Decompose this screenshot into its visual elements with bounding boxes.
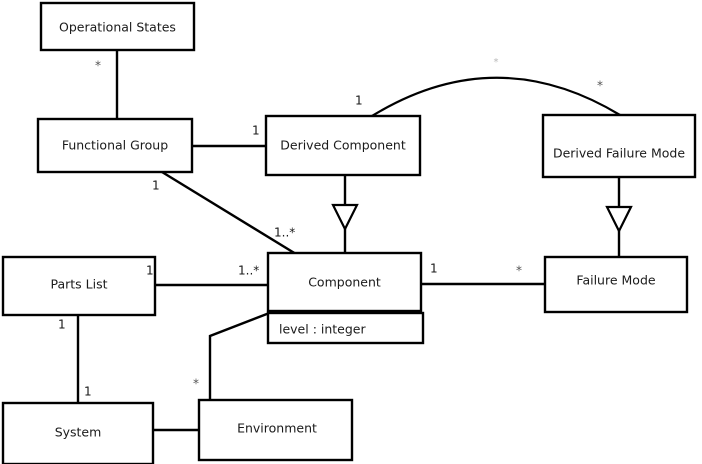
class-box-environment[interactable] bbox=[197, 398, 354, 462]
multiplicity-failure-mode-end: * bbox=[516, 264, 522, 278]
generalization-arrowheads-layer bbox=[331, 203, 633, 234]
class-label-parts-list: Parts List bbox=[50, 277, 107, 292]
class-label-derived-component: Derived Component bbox=[280, 138, 406, 153]
class-label-functional-group: Functional Group bbox=[62, 138, 168, 153]
multiplicity-parts-list-end: 1 bbox=[146, 264, 154, 278]
class-box-system[interactable] bbox=[1, 401, 155, 464]
class-label-component: Component bbox=[308, 275, 381, 290]
multiplicity-derived-failure-mode-end: * bbox=[597, 79, 603, 93]
class-functional-group[interactable]: Functional Group bbox=[36, 117, 194, 174]
multiplicity-derived-component-end: 1 bbox=[355, 94, 363, 108]
class-failure-mode[interactable]: Failure Mode bbox=[543, 255, 689, 314]
multiplicity-component-end-to-failure-mode: 1 bbox=[430, 262, 438, 276]
associations-layer bbox=[76, 50, 621, 432]
curve-apex-mark-icon: * bbox=[494, 57, 499, 68]
multiplicity-functional-group-derived-component: 1 bbox=[252, 124, 260, 138]
class-box-derived-failure-mode[interactable] bbox=[541, 113, 697, 179]
multiplicity-system-end: 1 bbox=[84, 385, 92, 399]
class-box-functional-group[interactable] bbox=[36, 117, 194, 174]
generalization-triangle-icon-derived-component bbox=[331, 203, 359, 232]
class-parts-list[interactable]: Parts List bbox=[1, 255, 157, 317]
class-operational-states[interactable]: Operational States bbox=[39, 1, 196, 52]
multiplicity-component-end-from-functional-group: 1..* bbox=[274, 226, 295, 240]
class-label-operational-states: Operational States bbox=[59, 20, 176, 35]
class-environment[interactable]: Environment bbox=[197, 398, 354, 462]
class-box-component-attribute-compartment[interactable] bbox=[266, 311, 425, 345]
class-system[interactable]: System bbox=[1, 401, 155, 464]
association-functional-group-component[interactable] bbox=[161, 170, 297, 256]
multiplicity-operational-states-functional-group: * bbox=[95, 59, 101, 73]
class-derived-failure-mode[interactable]: Derived Failure Mode bbox=[541, 113, 697, 179]
association-derived-component-derived-failure-mode[interactable] bbox=[371, 76, 621, 117]
multiplicity-parts-list-to-system-top: 1 bbox=[58, 318, 66, 332]
multiplicity-component-end-from-parts-list: 1..* bbox=[238, 264, 259, 278]
generalization-triangle-icon-derived-failure-mode bbox=[605, 205, 633, 234]
class-box-failure-mode[interactable] bbox=[543, 255, 689, 314]
decorations-layer: * bbox=[494, 57, 499, 68]
association-environment-component[interactable] bbox=[208, 310, 273, 400]
class-box-component-name-compartment[interactable] bbox=[266, 251, 423, 313]
class-label-environment: Environment bbox=[237, 421, 317, 436]
class-box-operational-states[interactable] bbox=[39, 1, 196, 52]
class-derived-component[interactable]: Derived Component bbox=[264, 114, 422, 177]
multiplicity-labels-layer: * 1 1 1..* 1 * 1 1..* 1 * 1 1 * bbox=[58, 59, 603, 399]
class-box-parts-list[interactable] bbox=[1, 255, 157, 317]
generalizations-layer bbox=[343, 175, 621, 257]
multiplicity-functional-group-end: 1 bbox=[152, 179, 160, 193]
class-box-derived-component[interactable] bbox=[264, 114, 422, 177]
class-attribute-component-level: level : integer bbox=[279, 322, 366, 337]
class-label-system: System bbox=[55, 425, 102, 440]
multiplicity-environment-end: * bbox=[193, 377, 199, 391]
class-label-failure-mode: Failure Mode bbox=[576, 273, 655, 288]
class-label-derived-failure-mode: Derived Failure Mode bbox=[553, 146, 685, 161]
class-component[interactable]: Component level : integer bbox=[266, 251, 425, 345]
